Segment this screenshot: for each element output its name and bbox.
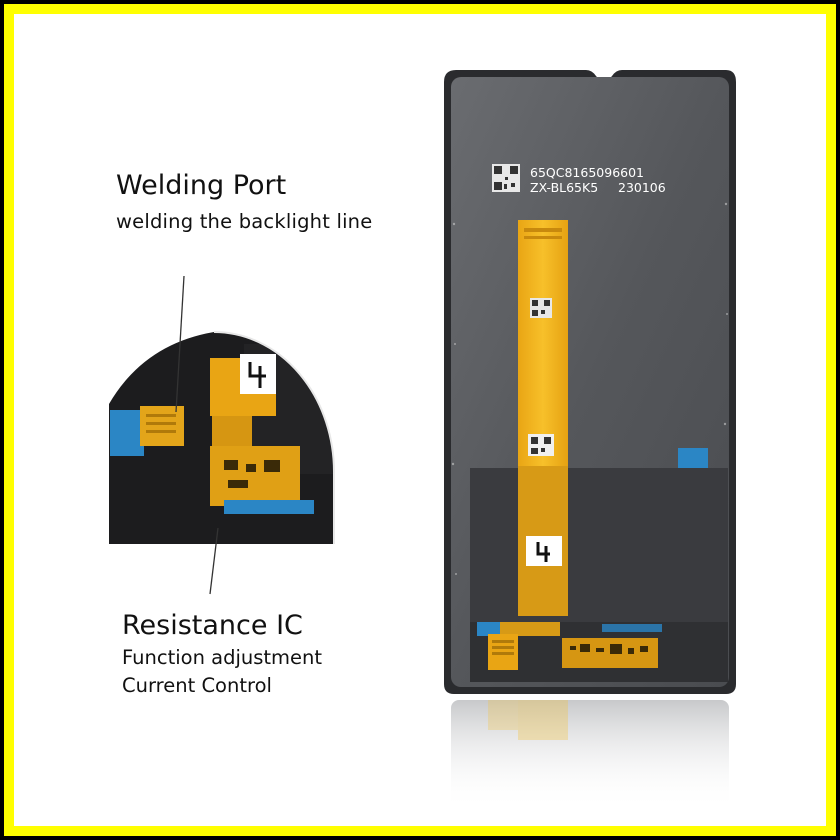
image-canvas: 65QC8165096601 ZX-BL65K5 230106 Welding …: [14, 14, 826, 826]
qr-code-label: [492, 164, 520, 192]
welding-port-subtitle: welding the backlight line: [116, 210, 373, 233]
panel-date-text: 230106: [618, 180, 666, 195]
welding-leader-line: [175, 275, 185, 413]
resistance-ic-line2: Current Control: [122, 674, 272, 697]
product-illustration: [109, 70, 736, 810]
welding-port-title: Welding Port: [116, 170, 287, 201]
panel-serial-text: 65QC8165096601: [530, 165, 645, 180]
lcd-panel-back: [444, 70, 736, 694]
resistance-leader-line: [209, 527, 219, 595]
resistance-ic-line1: Function adjustment: [122, 646, 323, 669]
flex-cable: [488, 220, 658, 670]
panel-reflection: [451, 700, 729, 810]
zoom-inset: [109, 331, 336, 544]
resistance-ic-title: Resistance IC: [122, 610, 303, 641]
panel-model-text: ZX-BL65K5: [530, 180, 599, 195]
